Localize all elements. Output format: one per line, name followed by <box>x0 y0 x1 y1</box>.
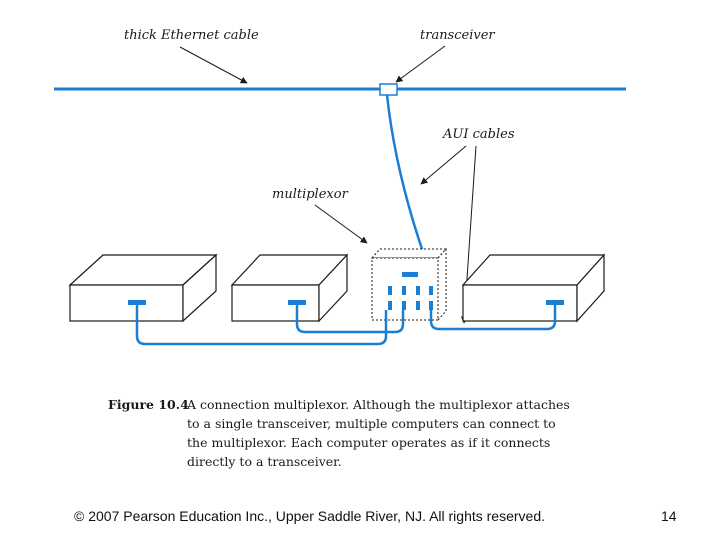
copyright-notice: © 2007 Pearson Education Inc., Upper Sad… <box>74 508 546 524</box>
aui-cables-label: AUI cables <box>442 127 515 142</box>
multiplexor-port-3 <box>416 286 420 295</box>
transceiver-label: transceiver <box>420 28 495 43</box>
computer-2 <box>230 253 349 323</box>
page-number: 14 <box>661 508 677 524</box>
computer-2-port <box>288 300 306 305</box>
transceiver <box>379 83 398 96</box>
figure-caption-label: Figure 10.4 <box>108 397 189 412</box>
aui-pointer-arrow-1 <box>420 145 467 185</box>
aui-cable-computer-3 <box>429 305 557 331</box>
multiplexor-port-1 <box>388 286 392 295</box>
computer-3 <box>461 253 606 323</box>
aui-cable-computer-1 <box>135 305 388 346</box>
multiplexor-input-port <box>402 272 418 277</box>
aui-cable-computer-2 <box>295 305 405 334</box>
computer-3-port <box>546 300 564 305</box>
multiplexor-port-4 <box>429 286 433 295</box>
transceiver-pointer-arrow <box>395 45 446 83</box>
multiplexor <box>370 247 448 322</box>
multiplexor-label: multiplexor <box>272 187 349 202</box>
thick-ethernet-cable-label: thick Ethernet cable <box>124 28 259 43</box>
multiplexor-port-2 <box>402 286 406 295</box>
multiplexor-pointer-arrow <box>314 204 368 244</box>
figure-caption-text: A connection multiplexor. Although the m… <box>187 397 570 469</box>
cable-pointer-arrow <box>179 46 248 84</box>
figure-caption: Figure 10.4 A connection multiplexor. Al… <box>108 395 578 471</box>
multiplexor-port-8 <box>429 301 433 310</box>
aui-cable-transceiver <box>385 94 427 276</box>
computer-1-port <box>128 300 146 305</box>
multiplexor-port-6 <box>402 301 406 310</box>
multiplexor-port-7 <box>416 301 420 310</box>
multiplexor-port-5 <box>388 301 392 310</box>
computer-1 <box>68 253 218 323</box>
